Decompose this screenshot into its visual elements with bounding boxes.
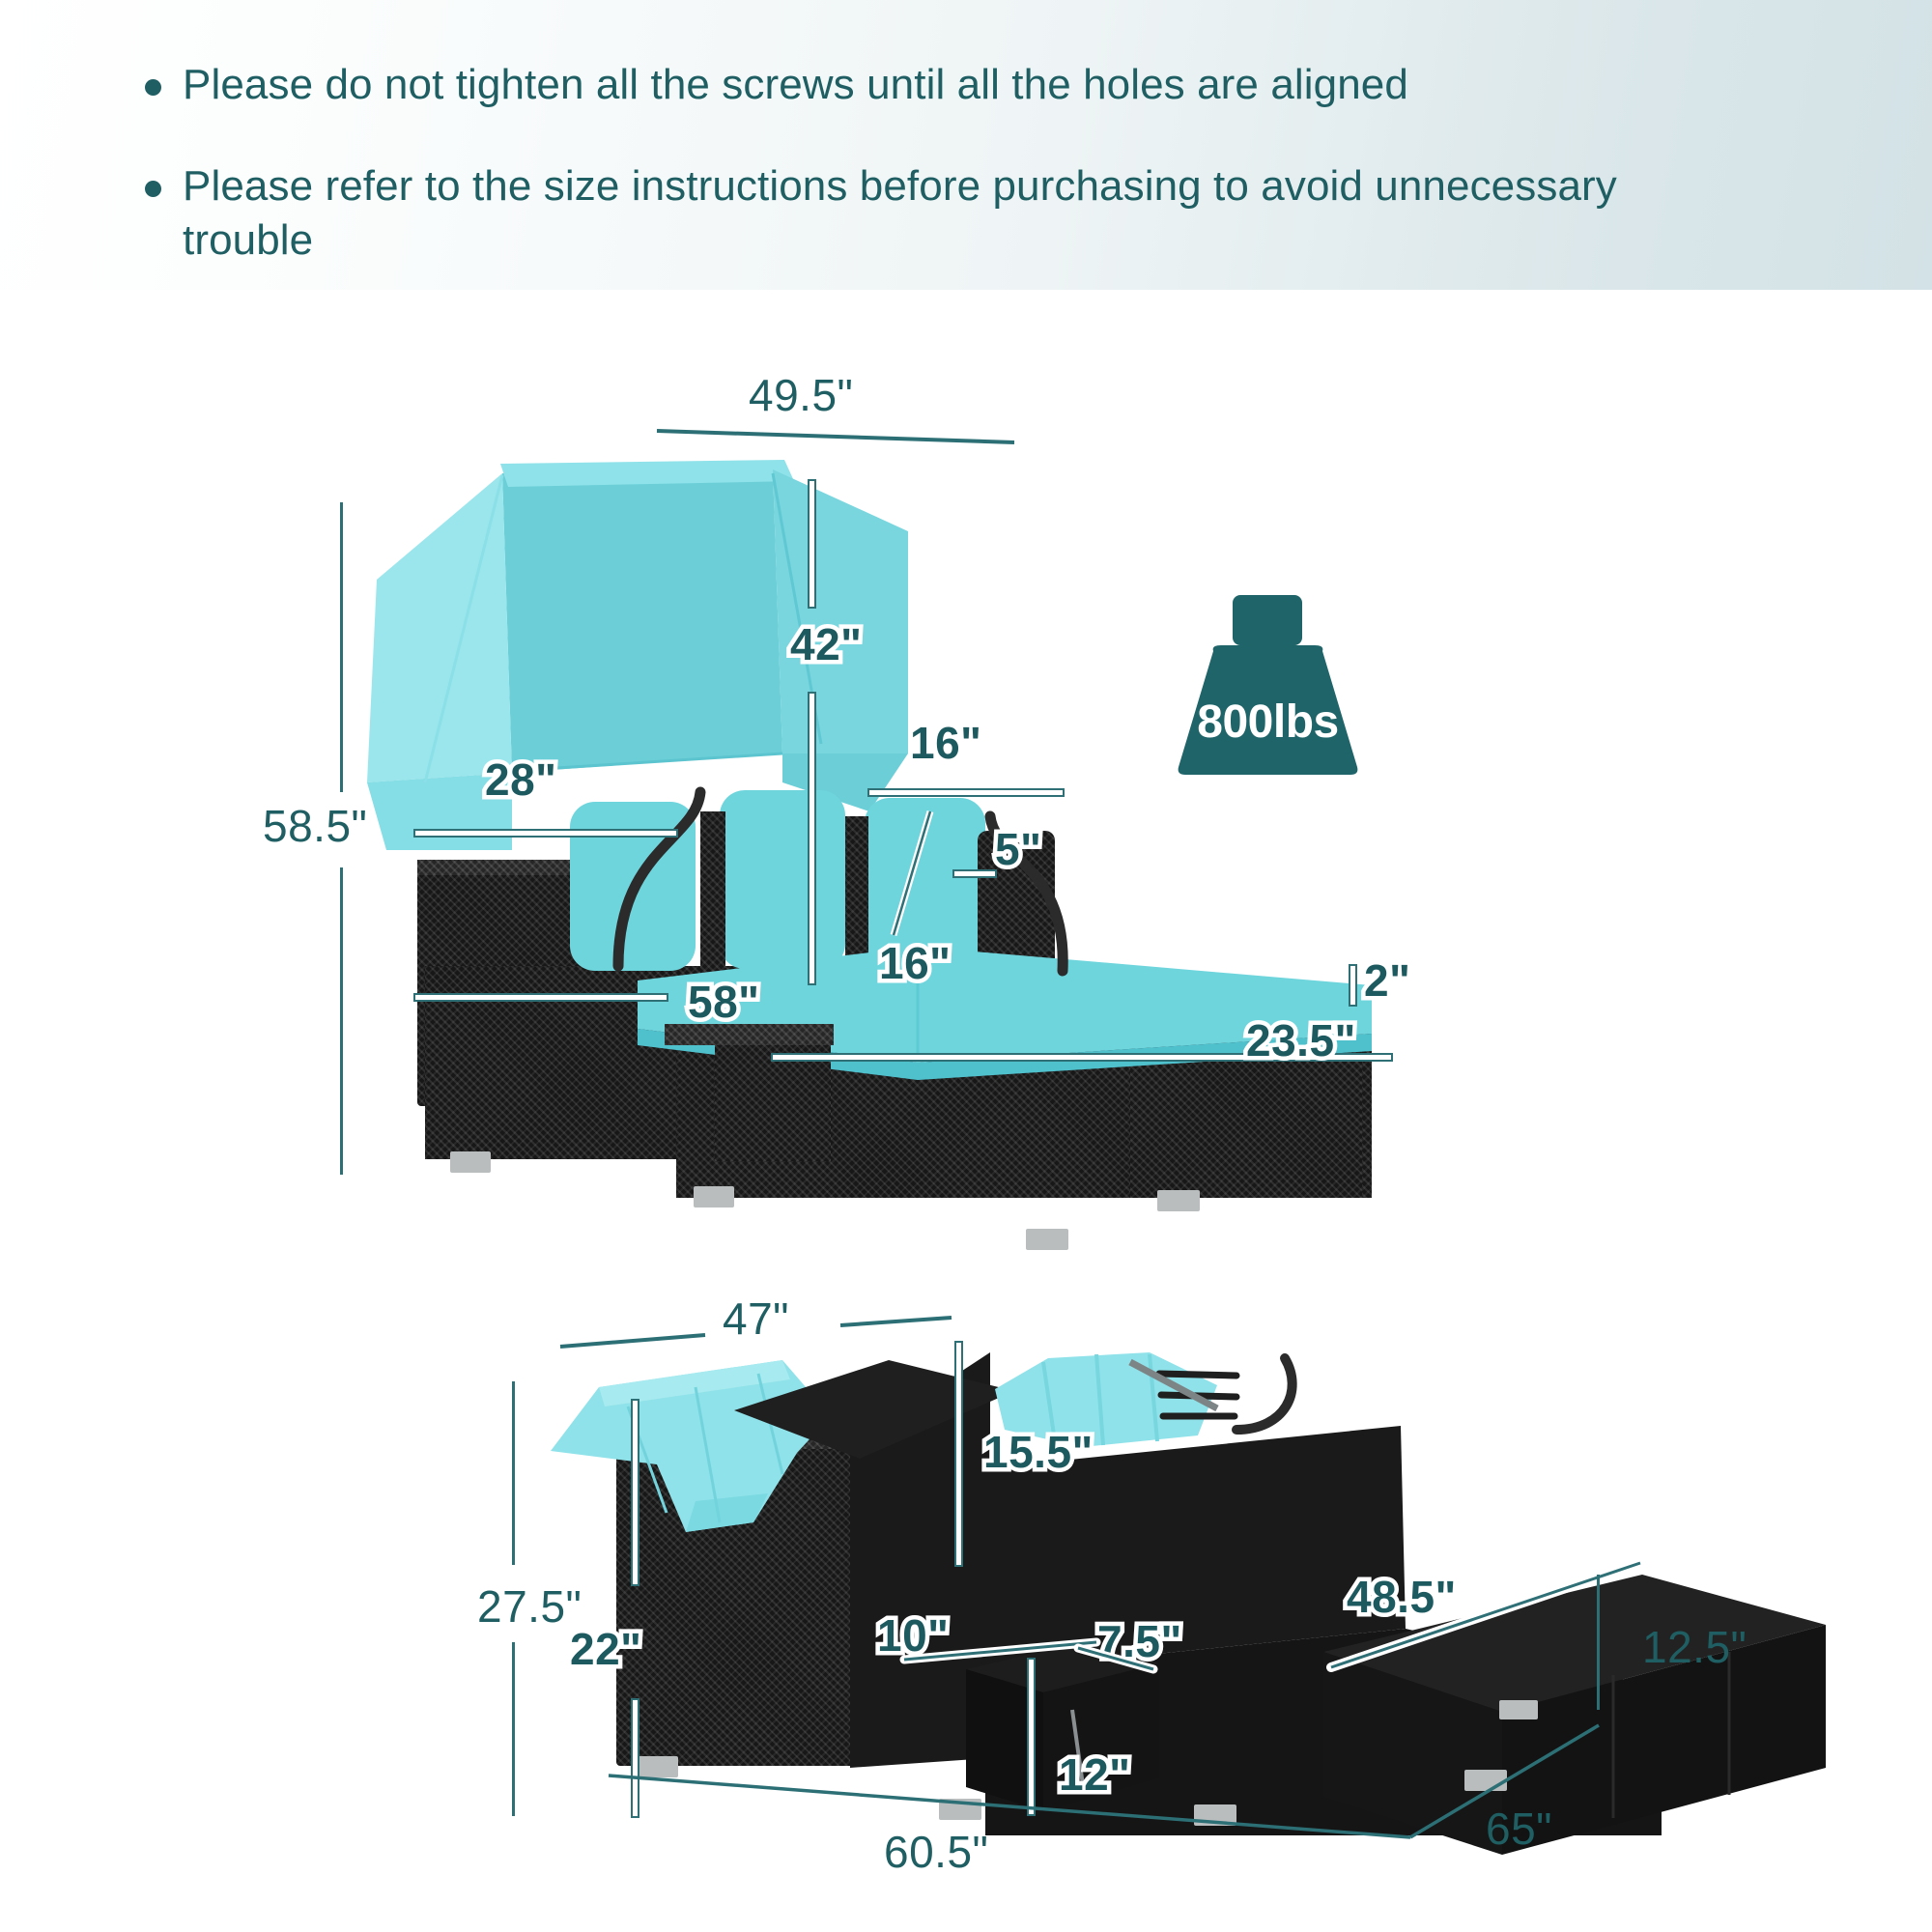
instructions-header: Please do not tighten all the screws unt…: [0, 0, 1932, 290]
dim-line-seat-width-left: [415, 995, 667, 1000]
canopy-support-bar-right-icon: [984, 810, 1068, 977]
dim-line-backrest-height-upper: [810, 481, 814, 607]
dim-width-overall: 49.5": [749, 370, 854, 420]
dim-line-ottoman-height: [1597, 1575, 1600, 1710]
foot-2: [694, 1186, 734, 1208]
instruction-bullet-2: Please refer to the size instructions be…: [145, 159, 1710, 269]
foot-3: [1157, 1190, 1200, 1211]
canopy-support-bar-icon: [612, 786, 706, 972]
dim-line-folded-height-upper: [512, 1381, 515, 1565]
dim-line-width-overall: [656, 429, 1015, 444]
weight-capacity-badge: 800lbs: [1159, 587, 1377, 781]
instruction-bullet-2-text: Please refer to the size instructions be…: [183, 162, 1617, 265]
folded-side-table: [966, 1642, 1159, 1811]
dim-line-pillow-height: [890, 810, 934, 936]
dim-side-height: 22": [565, 1620, 645, 1679]
instruction-bullet-1-text: Please do not tighten all the screws unt…: [183, 61, 1408, 108]
dim-folded-height: 27.5": [477, 1581, 582, 1632]
dim-line-canopy-depth: [415, 831, 676, 836]
dim-backrest-height: 42": [785, 615, 866, 674]
dim-line-side-height-lower: [633, 1700, 638, 1816]
folded-foot-1: [636, 1756, 678, 1777]
dim-table-height: 12": [1054, 1746, 1134, 1804]
dim-line-folded-top-width: [559, 1316, 952, 1349]
dim-line-overall-length: [608, 1774, 1411, 1839]
dim-line-backrest-drop: [956, 1343, 961, 1565]
folded-foot-5: [1499, 1700, 1538, 1719]
dim-pillow-thickness: 5": [990, 820, 1045, 879]
dim-seat-depth: 23.5": [1242, 1011, 1360, 1070]
dim-line-ottoman-length: [1326, 1558, 1645, 1672]
dim-line-height-overall-upper: [340, 502, 343, 792]
dim-line-cushion-thickness: [1350, 966, 1355, 1005]
weight-capacity-label: 800lbs: [1197, 696, 1339, 748]
backrest-gap-1: [700, 811, 725, 976]
folded-inner-wall: [850, 1352, 990, 1768]
dim-line-table-width: [899, 1637, 1101, 1664]
dim-pillow-width: 16": [905, 714, 985, 773]
dim-cushion-thickness: 2": [1359, 952, 1414, 1010]
instruction-bullet-1: Please do not tighten all the screws unt…: [145, 58, 1845, 112]
dim-pillow-height: 16": [874, 934, 954, 993]
foot-1: [450, 1151, 491, 1173]
canopy-shade-icon: [367, 460, 908, 850]
folded-canopy-roll: [995, 1352, 1297, 1447]
bullet-dot-icon: [145, 79, 161, 96]
dim-backrest-drop: 15.5": [980, 1423, 1097, 1482]
folded-roof-panel: [734, 1360, 1014, 1459]
side-table-body: [715, 1045, 831, 1161]
side-table-top: [665, 1024, 834, 1045]
dim-line-seat-width: [773, 1055, 1391, 1060]
dim-line-pillow-thickness: [954, 871, 995, 876]
dim-line-pillow-width: [869, 790, 1063, 795]
dim-line-side-height-upper: [633, 1401, 638, 1584]
folded-ottoman: [1323, 1575, 1826, 1855]
dim-line-table-height: [1029, 1660, 1034, 1814]
dim-overall-depth: 65": [1486, 1804, 1552, 1854]
dim-ottoman-height: 12.5": [1642, 1622, 1747, 1672]
dim-line-height-overall-lower: [340, 867, 343, 1175]
weight-icon: [1178, 595, 1358, 775]
dim-line-overall-depth: [1409, 1723, 1600, 1839]
dim-canopy-depth: 28": [480, 751, 560, 810]
dim-seat-width: 58": [683, 973, 763, 1032]
foot-4: [1026, 1229, 1068, 1250]
dim-overall-length: 60.5": [884, 1827, 989, 1877]
bullet-dot-icon: [145, 181, 161, 197]
dim-line-backrest-height-lower: [810, 694, 814, 983]
dim-folded-top-width: 47": [723, 1293, 789, 1344]
dim-line-table-depth: [1073, 1643, 1158, 1674]
dim-line-folded-height-lower: [512, 1642, 515, 1816]
dim-ottoman-length: 48.5": [1343, 1568, 1461, 1627]
dim-height-overall: 58.5": [263, 801, 368, 851]
pillow-center: [720, 790, 845, 969]
backrest-gap-2: [845, 816, 868, 971]
